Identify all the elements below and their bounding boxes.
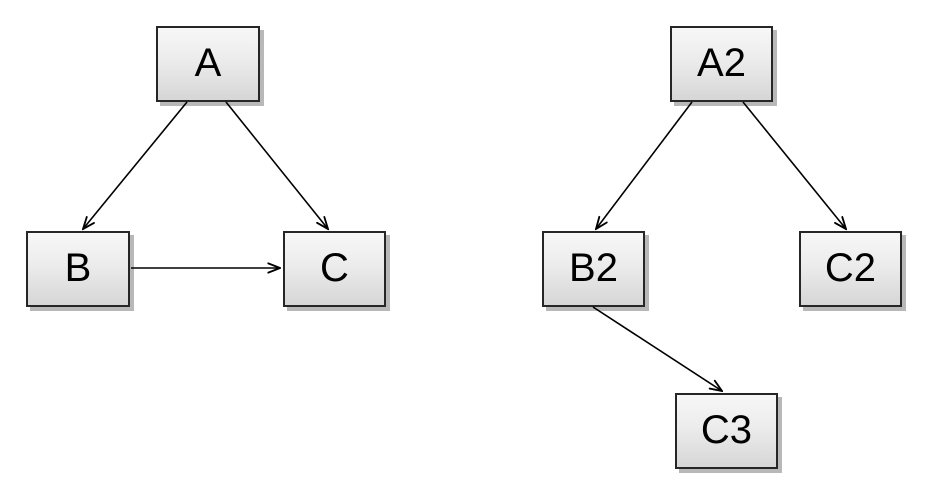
node-A2[interactable]: A2 [670,26,773,102]
node-B[interactable]: B [26,231,130,307]
node-C2[interactable]: C2 [799,231,902,307]
node-label-B: B [64,246,92,290]
node-B2[interactable]: B2 [542,231,645,307]
node-C3[interactable]: C3 [675,393,778,469]
edge-A2-B2[interactable] [596,101,693,229]
edge-A-B[interactable] [83,101,188,229]
node-C[interactable]: C [283,231,386,307]
node-A[interactable]: A [156,26,260,102]
edge-A-C[interactable] [225,101,328,229]
node-label-B2: B2 [569,246,618,290]
node-label-C2: C2 [824,246,877,290]
node-label-C: C [320,246,349,290]
node-label-C3: C3 [700,408,753,452]
edge-group [83,101,846,391]
node-label-A2: A2 [697,41,746,85]
edge-B2-C3[interactable] [592,306,722,391]
node-label-A: A [194,41,222,85]
edge-A2-C2[interactable] [742,101,846,229]
